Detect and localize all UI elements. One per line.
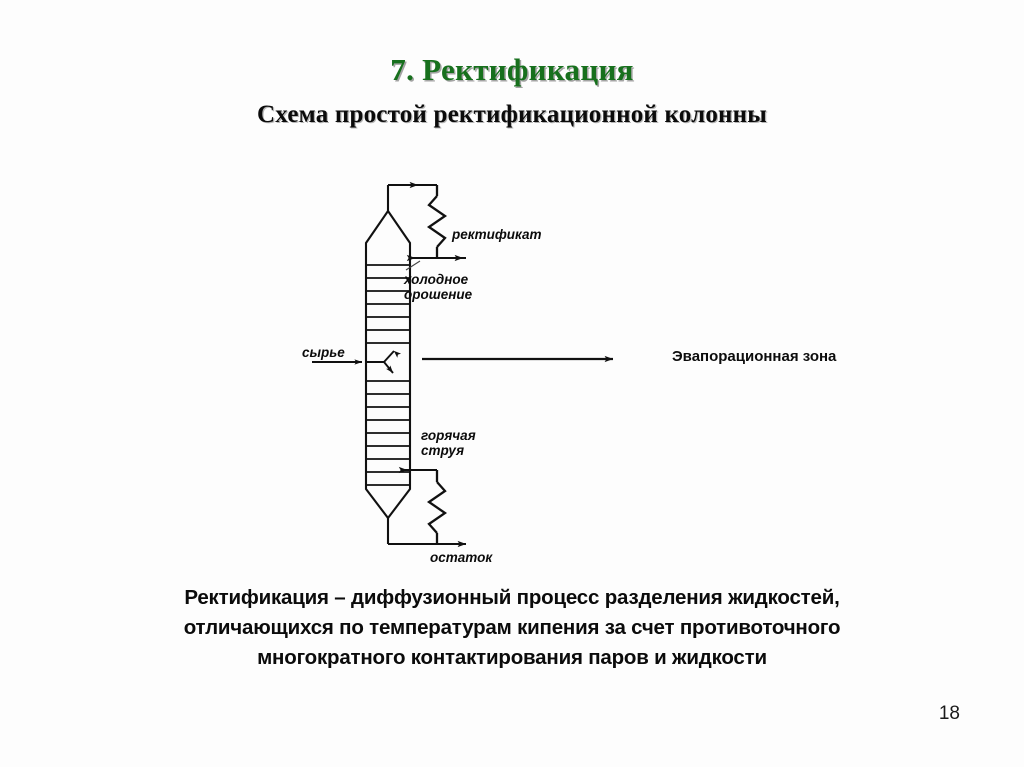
page-title: 7. Ректификация (390, 52, 634, 87)
bottoms-line (386, 518, 437, 546)
reboiler-coil (426, 470, 448, 544)
label-rectificate: ректификат (452, 227, 542, 242)
feed-splitter (366, 350, 402, 374)
definition-text: Ректификация – диффузионный процесс разд… (183, 586, 841, 669)
cold-irrigation-leader (405, 260, 421, 271)
label-feed: сырье (302, 345, 345, 360)
label-residue: остаток (430, 550, 493, 565)
page-number: 18 (938, 703, 960, 724)
condenser-coil (426, 185, 448, 258)
label-cold-irrigation: холодное орошение (404, 272, 473, 302)
page-subtitle: Схема простой ректификационной колонны (257, 101, 767, 128)
label-evaporation-zone: Эвапорационная зона (672, 348, 837, 365)
label-hot-stream: горячая струя (421, 428, 476, 458)
vapor-line (386, 183, 437, 211)
